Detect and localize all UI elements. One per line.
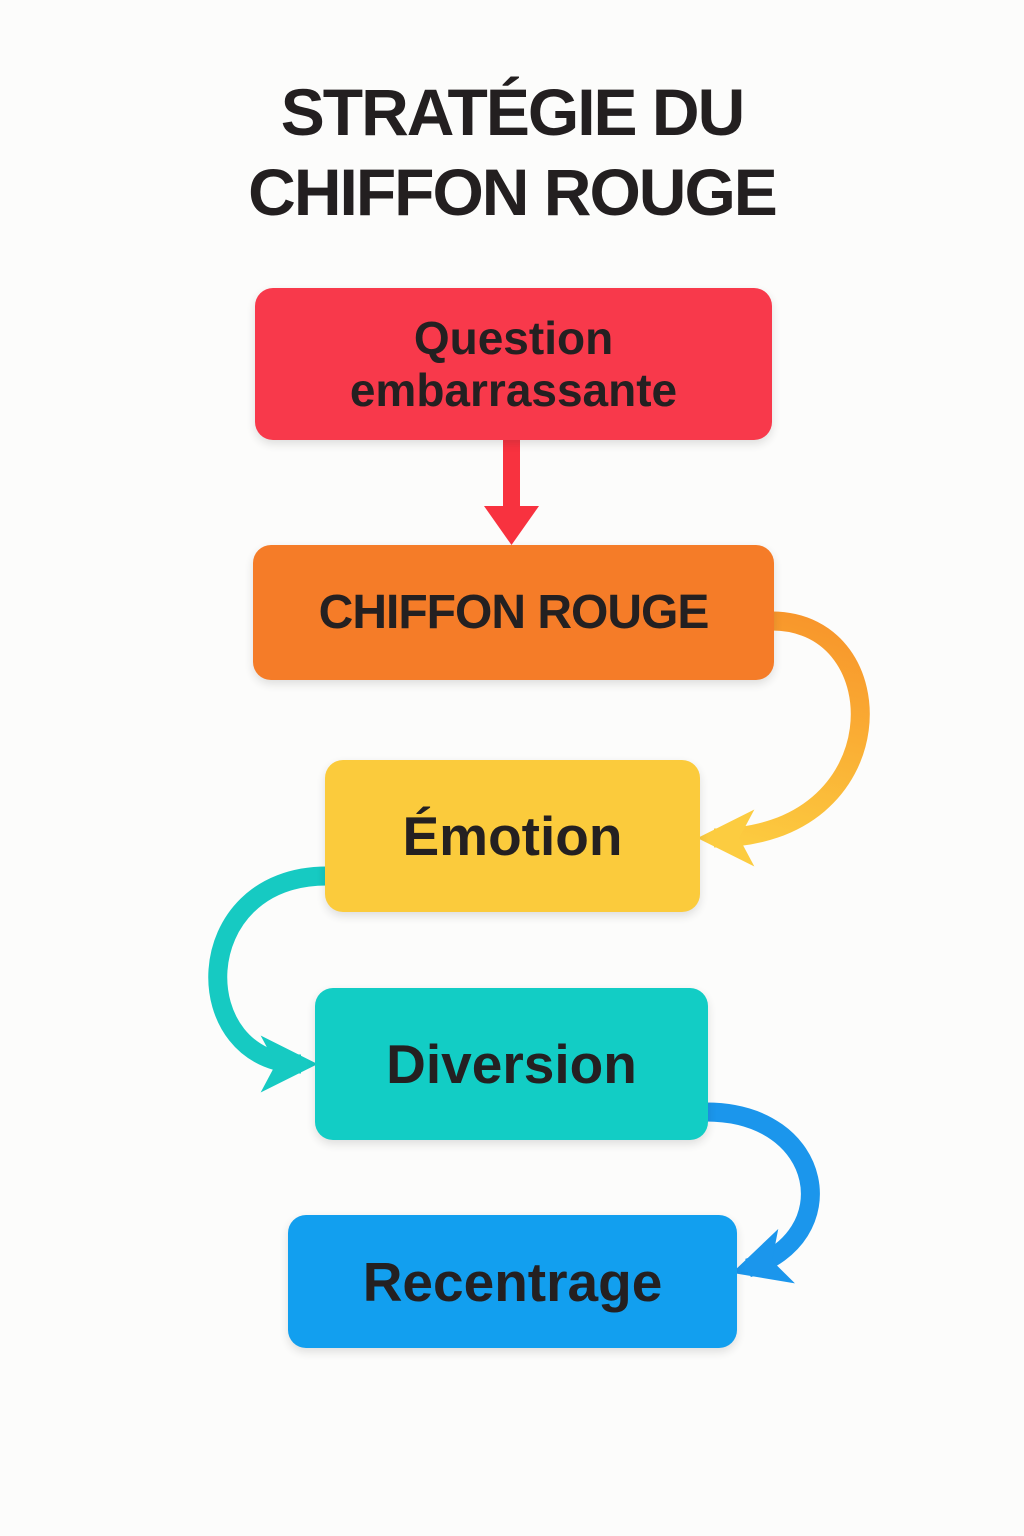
page-title: STRATÉGIE DU CHIFFON ROUGE xyxy=(0,72,1024,232)
arrow-diversion-to-recentrage xyxy=(705,1102,820,1284)
arrow-chiffon-to-emotion xyxy=(697,611,870,867)
arrow-question-to-chiffon xyxy=(484,436,539,545)
arrowhead-red-icon xyxy=(484,506,539,545)
arrow-emotion-to-diversion xyxy=(208,866,328,1093)
node-recentrage: Recentrage xyxy=(288,1215,737,1348)
node-question-embarrassante: Question embarrassante xyxy=(255,288,772,440)
node-emotion: Émotion xyxy=(325,760,700,912)
page-title-line1: STRATÉGIE DU xyxy=(280,75,745,149)
node-label: Émotion xyxy=(402,805,623,867)
node-label: CHIFFON ROUGE xyxy=(318,586,710,639)
node-chiffon-rouge: CHIFFON ROUGE xyxy=(253,545,774,680)
arrow-shaft xyxy=(503,436,520,510)
node-label: Diversion xyxy=(386,1033,637,1095)
node-label: Recentrage xyxy=(362,1250,663,1313)
page-title-line2: CHIFFON ROUGE xyxy=(248,155,778,229)
node-diversion: Diversion xyxy=(315,988,708,1140)
node-label: Question embarrassante xyxy=(349,312,678,416)
